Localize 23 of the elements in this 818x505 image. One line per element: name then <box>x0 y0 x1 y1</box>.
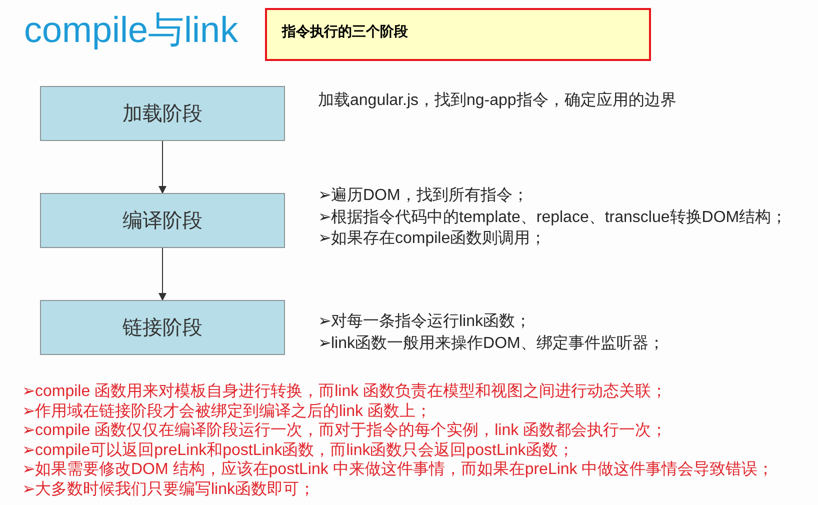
description-text: ➢根据指令代码中的template、replace、transclue转换DOM结构； <box>318 208 788 228</box>
description-text: 加载angular.js，找到ng-app指令，确定应用的边界 <box>318 90 676 111</box>
arrow <box>158 248 166 301</box>
stage-label: 链接阶段 <box>122 316 202 340</box>
note-text: ➢大多数时候我们只要编写link函数即可； <box>22 480 316 499</box>
stage-box <box>40 193 285 248</box>
stage-box <box>40 86 285 141</box>
description-text: ➢link函数一般用来操作DOM、绑定事件监听器； <box>318 334 664 354</box>
stage-label: 编译阶段 <box>122 208 202 234</box>
note-text: ➢如果需要修改DOM 结构，应该在postLink 中来做这件事情，而如果在preLink 中做这件事情会导致错误； <box>22 460 774 480</box>
note-text: ➢compile可以返回preLink和postLink函数，而link函数只会返回postLink函数； <box>22 440 575 460</box>
note-text: 指令执行的三个阶段 <box>282 22 408 41</box>
note-text: ➢作用域在链接阶段才会被绑定到编译之后的link 函数上； <box>22 402 432 421</box>
description-text: ➢如果存在compile函数则调用； <box>318 229 548 249</box>
stage-box <box>40 300 285 355</box>
description-text: ➢遍历DOM，找到所有指令； <box>318 186 530 206</box>
stage-label: 加载阶段 <box>122 102 202 126</box>
note-text: ➢compile 函数仅仅在编译阶段运行一次，而对于指令的每个实例，link 函数都会执行一次； <box>22 421 668 440</box>
slide-title: compile与link <box>24 8 238 52</box>
arrow <box>158 140 166 194</box>
description-text: ➢对每一条指令运行link函数； <box>318 312 532 332</box>
note-text: ➢compile 函数用来对模板自身进行转换，而link 函数负责在模型和视图之间进行动态关联； <box>22 382 668 402</box>
note-box <box>265 8 651 61</box>
